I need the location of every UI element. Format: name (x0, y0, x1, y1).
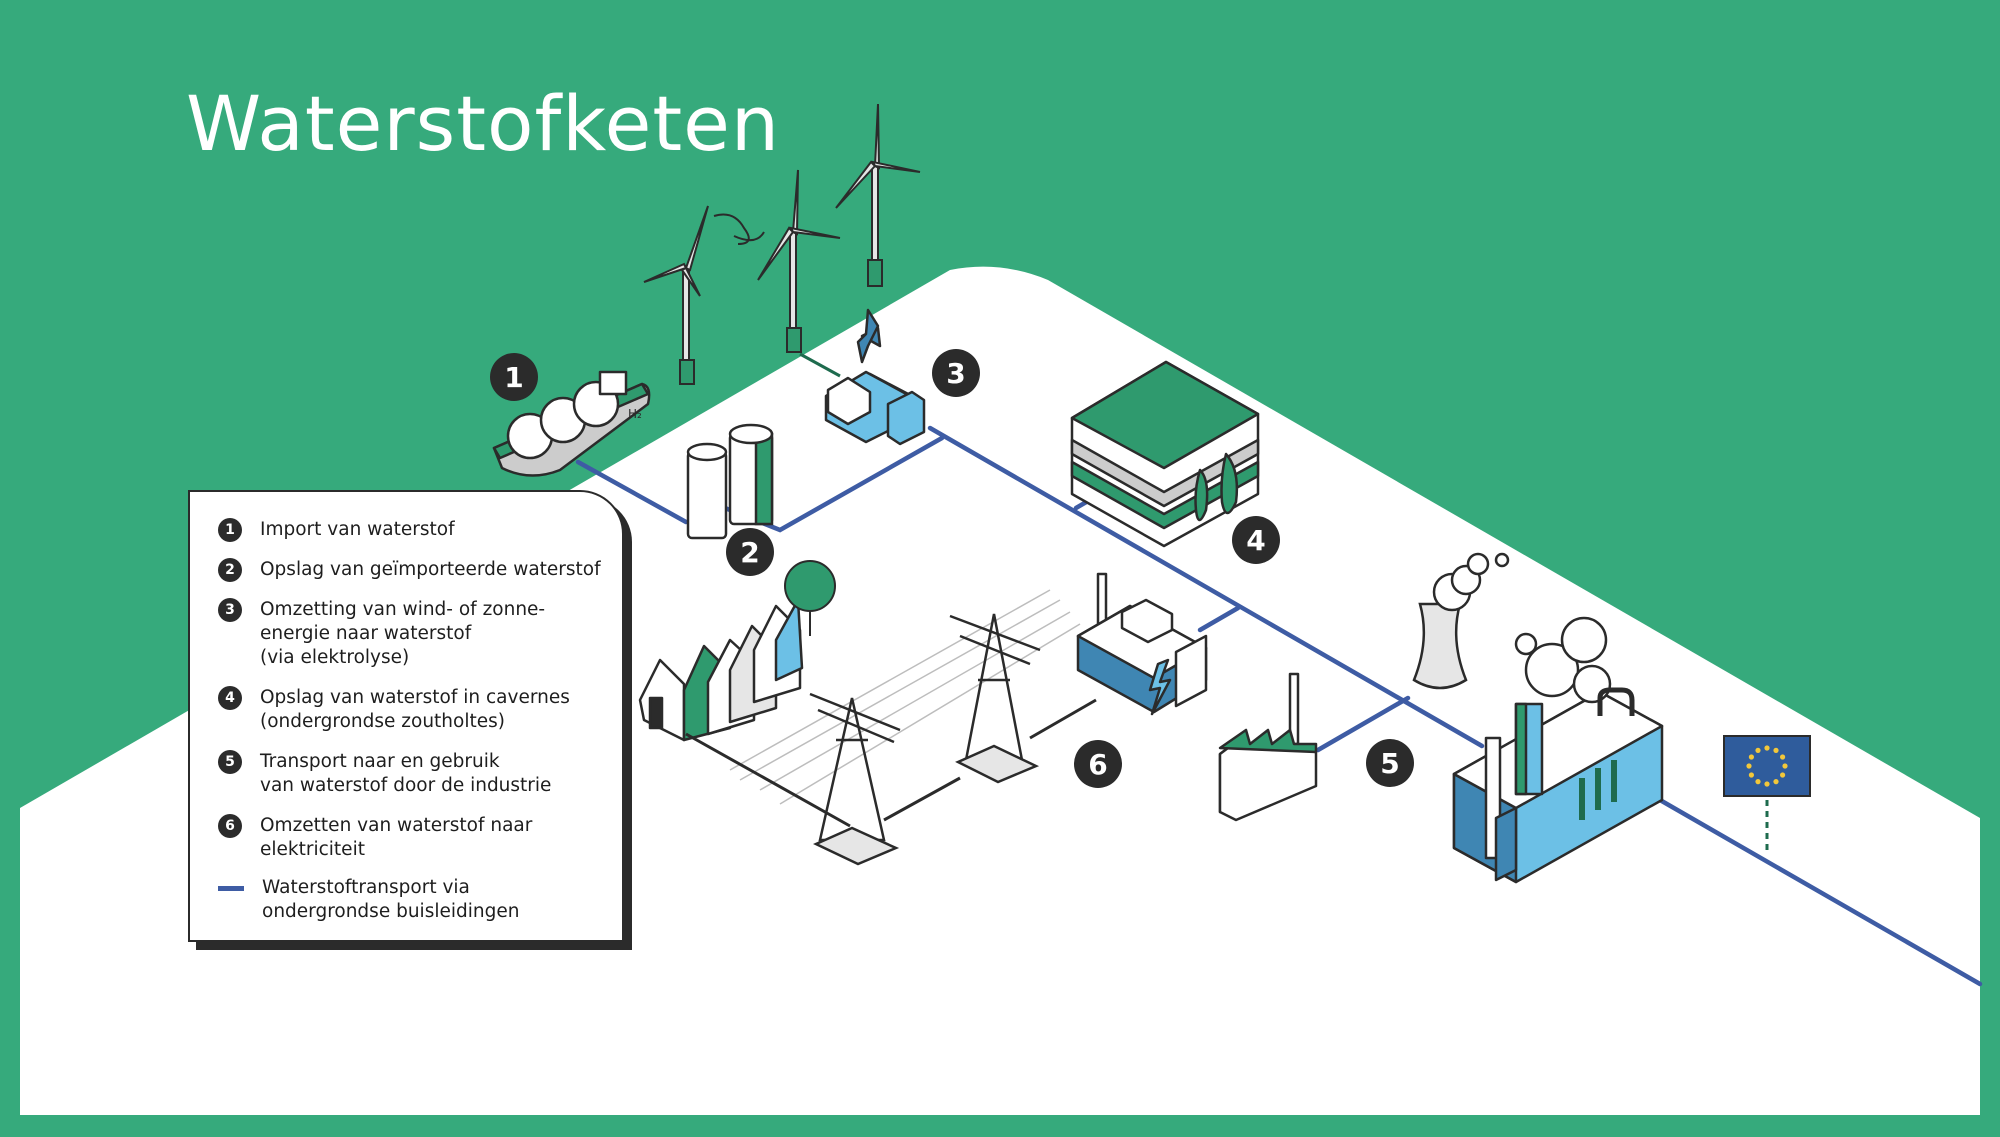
legend-text-6: Omzetten van waterstof naar elektricitei… (260, 815, 533, 860)
legend-number-3: 3 (218, 598, 242, 622)
marker-1: 1 (490, 353, 538, 401)
pipeline-line-icon (218, 886, 244, 891)
wind-gust-icon (713, 213, 765, 245)
legend-box: 1 Import van waterstof 2 Opslag van geïm… (188, 490, 624, 942)
legend-number-6: 6 (218, 814, 242, 838)
svg-text:2: 2 (740, 536, 759, 569)
tree-icon (784, 560, 836, 636)
legend-item-3: 3 Omzetting van wind- of zonne- energie … (218, 598, 545, 670)
legend-text-5: Transport naar en gebruik van waterstof … (260, 751, 552, 796)
eu-flag-icon (1723, 735, 1811, 854)
eu-star (1748, 754, 1754, 760)
cooling-tower (1412, 552, 1510, 690)
legend-item-5: 5 Transport naar en gebruik van watersto… (218, 750, 551, 798)
legend-number-2: 2 (218, 558, 242, 582)
eu-star (1773, 779, 1779, 785)
legend-number-5: 5 (218, 750, 242, 774)
grid-connections (685, 698, 1097, 828)
legend-text-4: Opslag van waterstof in cavernes (onderg… (260, 687, 570, 732)
marker-6: 6 (1074, 740, 1122, 788)
wind-cable (799, 352, 841, 378)
eu-star (1764, 781, 1770, 787)
row-houses (638, 598, 804, 742)
eu-star (1780, 772, 1786, 778)
page-title: Waterstofketen (186, 79, 781, 168)
pylons (809, 613, 1041, 866)
electrolyser-building (824, 308, 926, 446)
legend-number-1: 1 (218, 518, 242, 542)
hydrogen-ship: H₂ (492, 370, 651, 477)
svg-text:H₂: H₂ (628, 407, 642, 421)
svg-text:5: 5 (1380, 747, 1399, 780)
eu-star (1782, 763, 1788, 769)
eu-star (1746, 763, 1752, 769)
svg-text:4: 4 (1246, 524, 1265, 557)
legend-text-2: Opslag van geïmporteerde waterstof (260, 559, 601, 580)
wind-turbines (643, 103, 921, 385)
legend-text-pipeline: Waterstoftransport via ondergrondse buis… (262, 877, 520, 922)
legend-item-2: 2 Opslag van geïmporteerde waterstof (218, 558, 601, 582)
storage-tanks (686, 423, 774, 540)
industry-complex (1452, 616, 1664, 884)
legend-text-1: Import van waterstof (260, 519, 455, 540)
eu-star (1773, 747, 1779, 754)
eu-star (1780, 754, 1786, 760)
power-plant (1076, 572, 1208, 716)
eu-star (1748, 772, 1754, 778)
marker-3: 3 (932, 349, 980, 397)
salt-cavern-layers (1070, 360, 1260, 548)
marker-5: 5 (1366, 739, 1414, 787)
marker-2: 2 (726, 528, 774, 576)
eu-star (1764, 745, 1770, 751)
legend-number-4: 4 (218, 686, 242, 710)
factory-building (1218, 672, 1318, 822)
svg-text:1: 1 (504, 361, 523, 394)
legend-item-4: 4 Opslag van waterstof in cavernes (onde… (218, 686, 570, 734)
eu-stars (1746, 745, 1788, 787)
legend-item-1: 1 Import van waterstof (218, 518, 455, 542)
svg-text:6: 6 (1088, 748, 1107, 781)
eu-star (1755, 779, 1761, 785)
svg-text:3: 3 (946, 357, 965, 390)
eu-star (1755, 747, 1761, 754)
legend-item-6: 6 Omzetten van waterstof naar elektricit… (218, 814, 532, 862)
marker-4: 4 (1232, 516, 1280, 564)
legend-item-pipeline: Waterstoftransport via ondergrondse buis… (218, 876, 519, 924)
legend-text-3: Omzetting van wind- of zonne- energie na… (260, 599, 546, 668)
